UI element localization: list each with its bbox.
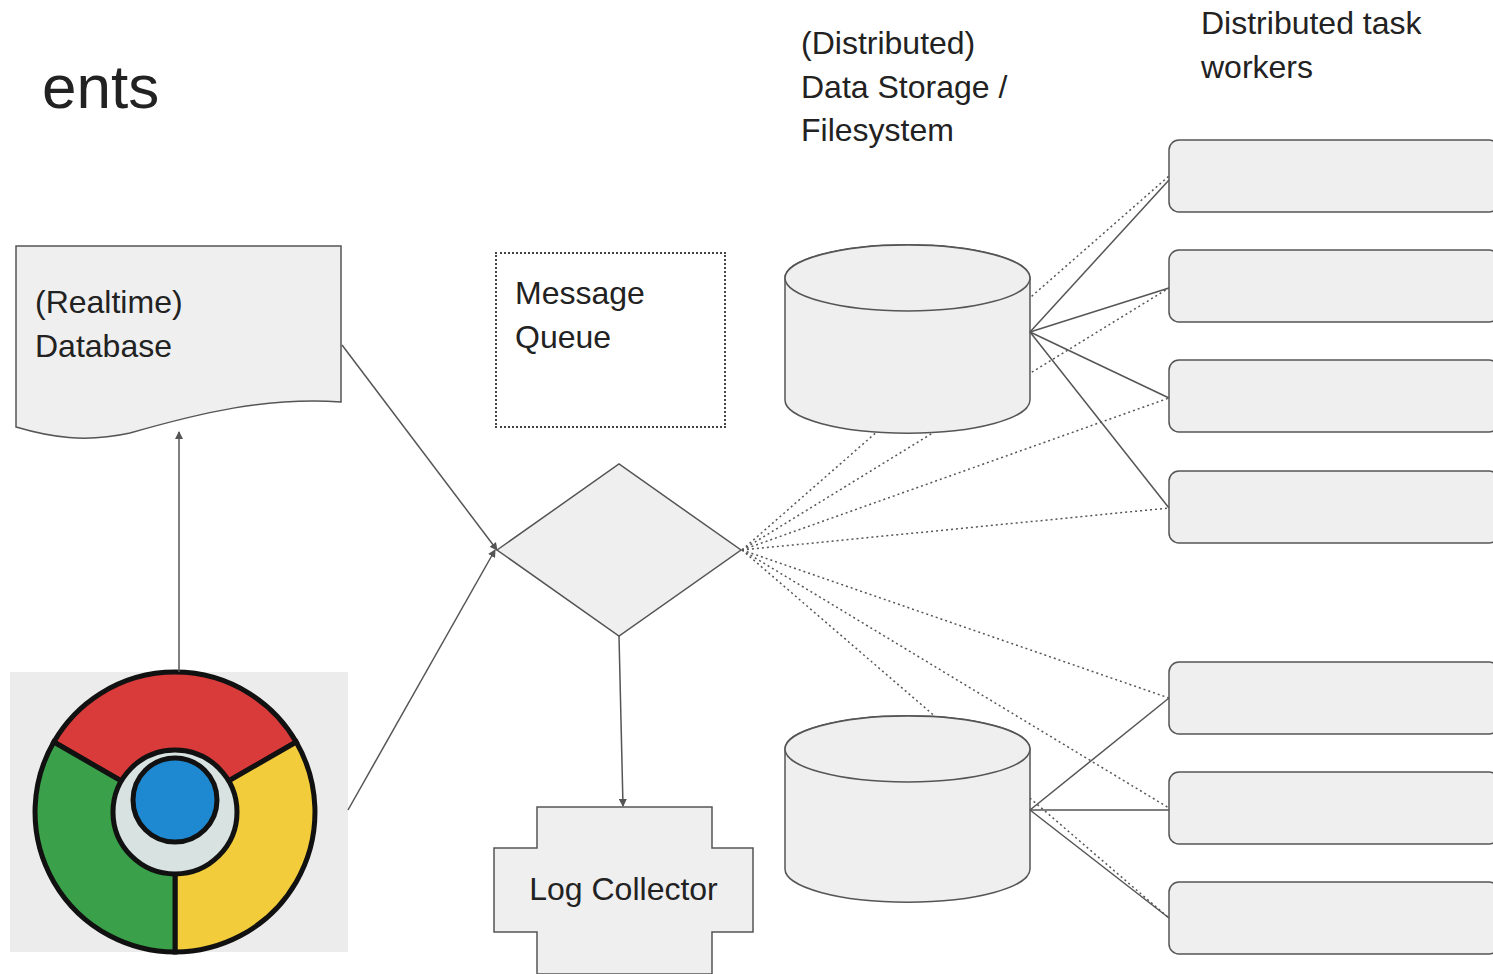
cross-outline bbox=[494, 807, 753, 974]
slide-title: ents bbox=[42, 50, 159, 124]
storage-cylinder bbox=[785, 245, 1030, 433]
database-document: (Realtime) Database bbox=[15, 245, 342, 440]
task-worker bbox=[1169, 140, 1493, 954]
text-holder: Log Collector bbox=[493, 848, 754, 932]
node-text: Message Queue bbox=[515, 272, 685, 359]
column-header: Distributed task workers bbox=[1201, 2, 1423, 89]
column-header: (Distributed) Data Storage / Filesystem bbox=[801, 22, 1029, 153]
decision-diamond bbox=[497, 464, 741, 636]
browser-logo bbox=[10, 672, 348, 952]
storage-cylinder bbox=[785, 716, 1030, 902]
node-text: Log Collector bbox=[529, 868, 718, 912]
node-text: (Realtime) Database bbox=[35, 281, 235, 368]
storage-links bbox=[1030, 180, 1169, 918]
document-outline bbox=[16, 246, 341, 438]
queue-links bbox=[742, 176, 1169, 918]
queue-label-box: Message Queue bbox=[495, 252, 726, 428]
queue-decision: Message Queue bbox=[495, 252, 743, 637]
flow-arrow bbox=[619, 636, 623, 806]
client-link bbox=[178, 432, 180, 672]
decision-diamond bbox=[495, 462, 743, 638]
log-collector: Log Collector bbox=[493, 806, 754, 974]
client-link bbox=[348, 550, 495, 810]
flow-arrow bbox=[342, 345, 497, 550]
